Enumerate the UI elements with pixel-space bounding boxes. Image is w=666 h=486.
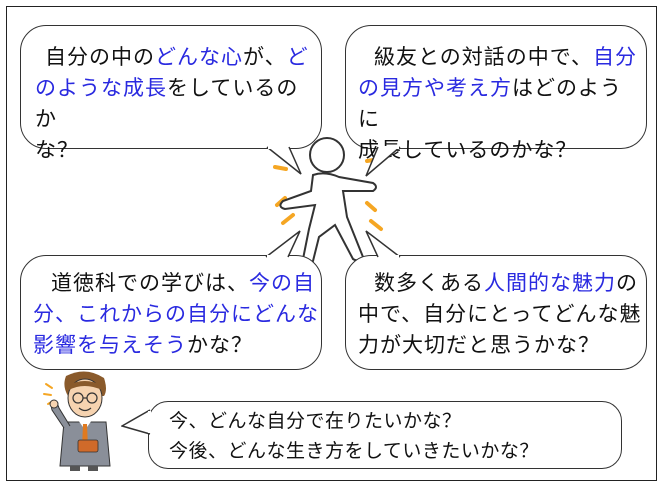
- bubble-tail: [365, 230, 401, 258]
- text-segment: 級友との対話の中で、: [374, 45, 593, 69]
- question-bubble-self-heart: 自分の中のどんな心が、ど のような成長をしているのか な？: [20, 25, 322, 162]
- question-bubble-moral-learning: 道徳科での学びは、今の自 分、これからの自分にどんな 影響を与えそうかな？: [20, 255, 322, 370]
- highlighted-text: どんな心: [155, 45, 243, 69]
- bubble-line: 分、これからの自分にどんな: [33, 302, 319, 326]
- text-segment: をしているのか: [35, 76, 299, 131]
- highlighted-text: 自分: [592, 45, 637, 69]
- bubble-line: のような成長をしているのか: [35, 73, 315, 135]
- bubble-line: 影響を与えそうかな？: [33, 330, 321, 361]
- bubble-line: な？: [35, 138, 79, 162]
- text-segment: 自分の中の: [45, 45, 155, 69]
- text-segment: 数多くある: [374, 271, 484, 295]
- bubble-tail: [121, 409, 151, 435]
- question-bubble-dialogue: 級友との対話の中で、自分 の見方や考え方はどのように 成長しているのかな？: [345, 25, 647, 162]
- bubble-tail: [266, 146, 302, 175]
- highlighted-text: 人間的な魅力: [484, 271, 616, 295]
- bubble-line: 中で、自分にとってどんな魅: [358, 302, 642, 326]
- highlighted-text: の見方や考え方: [358, 76, 512, 100]
- bubble-tail: [365, 146, 401, 177]
- bubble-line: 今、どんな自分で在りたいかな？: [169, 410, 462, 432]
- highlighted-text: 今の自: [249, 271, 315, 295]
- question-bubble-human-charm: 数多くある人間的な魅力の 中で、自分にとってどんな魅 力が大切だと思うかな？: [345, 255, 647, 370]
- text-segment: はどのように: [358, 76, 622, 131]
- bubble-line: の見方や考え方はどのように: [358, 73, 641, 135]
- bubble-line: 道徳科での学びは、今の自: [51, 268, 321, 299]
- bubble-line: 数多くある人間的な魅力の: [374, 268, 646, 299]
- bubble-line: 自分の中のどんな心が、ど: [45, 42, 315, 73]
- text-segment: が、: [243, 45, 287, 69]
- bubble-line: 力が大切だと思うかな？: [358, 333, 600, 357]
- highlighted-text: のような成長: [35, 76, 167, 100]
- bubble-line: 今後、どんな生き方をしていきたいかな？: [169, 440, 539, 462]
- highlighted-text: ど: [286, 45, 309, 69]
- bubble-tail: [265, 230, 301, 258]
- teacher-pointing-icon: [43, 371, 111, 471]
- text-segment: の: [616, 271, 638, 295]
- text-segment: かな？: [187, 333, 253, 357]
- highlighted-text: 影響を与えそう: [33, 333, 187, 357]
- teacher-speech-bubble: 今、どんな自分で在りたいかな？ 今後、どんな生き方をしていきたいかな？: [148, 401, 622, 469]
- text-segment: 道徳科での学びは、: [51, 271, 249, 295]
- bubble-line: 級友との対話の中で、自分: [374, 42, 641, 73]
